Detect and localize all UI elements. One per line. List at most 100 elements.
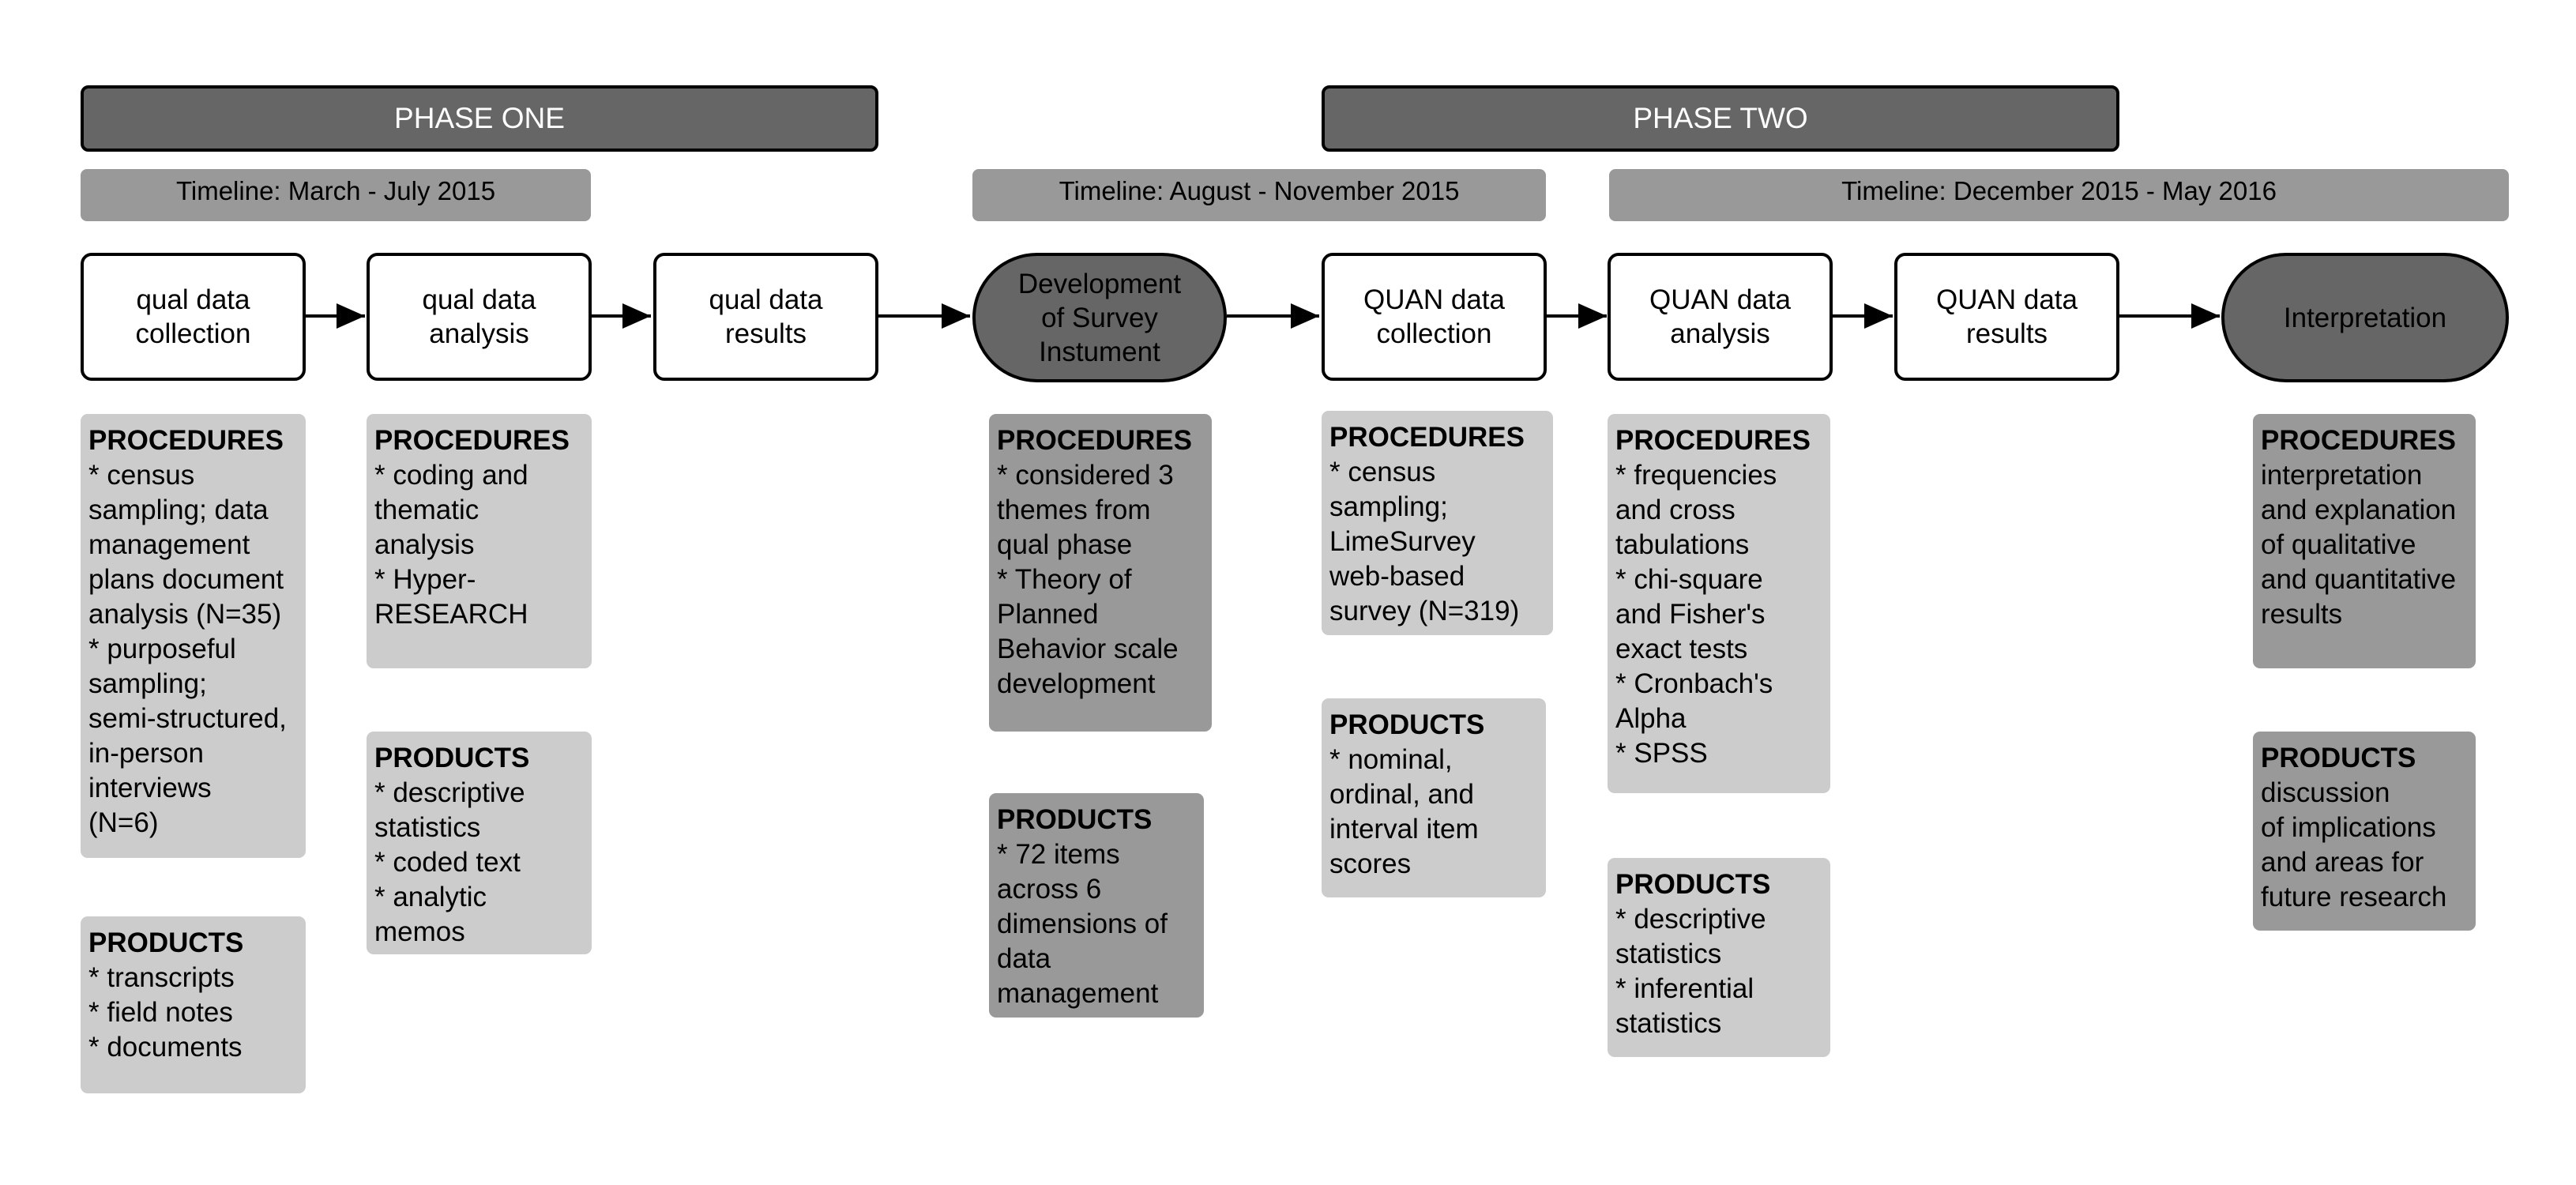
step-interpretation: Interpretation [2221,253,2509,382]
card-heading: PRODUCTS [374,743,530,773]
step-label-line: collection [1376,318,1492,349]
card-line: * coded text [374,847,521,878]
card-line: analysis [374,529,475,560]
card-line: * purposeful [88,634,236,664]
step-label-line: Development [1017,268,1182,299]
step-quan-data-collection: QUAN data collection [1322,253,1547,381]
card-line: and Fisher's [1615,599,1766,630]
card-line: future research [2261,882,2447,912]
card-heading: PRODUCTS [997,804,1153,835]
step-label-line: QUAN data [1936,284,2078,315]
card-line: * frequencies [1615,460,1777,491]
card-line: Planned [997,599,1099,630]
card-line: data [997,943,1051,974]
card-line: dimensions of [997,908,1168,939]
step-label-line: collection [135,318,251,349]
card-line: * analytic [374,882,487,912]
card-heading: PROCEDURES [1615,425,1811,456]
card-heading: PRODUCTS [1329,709,1485,740]
card-line: LimeSurvey [1329,526,1476,557]
card-line: memos [374,916,465,947]
card-line: in-person [88,738,204,769]
card-line: discussion [2261,777,2390,808]
card-line: results [2261,599,2343,630]
step-label-line: of Survey [1041,302,1158,333]
card-line: themes from [997,495,1151,525]
card-heading: PRODUCTS [2261,743,2416,773]
card-line: sampling; data [88,495,269,525]
card-line: and areas for [2261,847,2424,878]
card-heading: PRODUCTS [1615,869,1771,900]
step-label-line: results [724,318,807,349]
card-line: * census [88,460,195,491]
card-heading: PROCEDURES [997,425,1192,456]
timeline-phase-one: Timeline: March - July 2015 [81,169,591,221]
card-line: * SPSS [1615,738,1708,769]
card-heading: PROCEDURES [1329,422,1525,453]
card-line: * Theory of [997,564,1132,595]
procedures-card-qual-analysis: PROCEDURES * coding and thematic analysi… [367,414,592,668]
card-line: * coding and [374,460,528,491]
step-label-line: results [1965,318,2048,349]
card-line: (N=6) [88,807,159,838]
card-heading: PRODUCTS [88,927,244,958]
phase-two-header: PHASE TWO [1322,85,2119,152]
procedures-card-quan-analysis: PROCEDURES * frequencies and cross tabul… [1608,414,1830,793]
card-line: qual phase [997,529,1133,560]
card-line: across 6 [997,874,1102,905]
card-line: interpretation [2261,460,2423,491]
card-line: * Cronbach's [1615,668,1773,699]
products-card-qual-collection: PRODUCTS * transcripts * field notes * d… [81,916,306,1093]
step-quan-data-analysis: QUAN data analysis [1608,253,1833,381]
card-line: and quantitative [2261,564,2457,595]
card-line: plans document [88,564,284,595]
card-line: * inferential [1615,973,1754,1004]
card-line: * field notes [88,997,233,1028]
card-line: analysis (N=35) [88,599,282,630]
step-label-line: Instument [1039,336,1160,367]
card-line: tabulations [1615,529,1750,560]
card-line: statistics [1615,939,1722,969]
card-line: thematic [374,495,479,525]
card-line: statistics [374,812,481,843]
step-label-line: Interpretation [2283,302,2447,333]
card-line: sampling; [1329,491,1448,522]
step-label-line: qual data [709,284,823,315]
step-label-line: qual data [136,284,250,315]
card-heading: PROCEDURES [2261,425,2456,456]
timeline-phase-two: Timeline: December 2015 - May 2016 [1609,169,2509,221]
card-line: * transcripts [88,962,235,993]
card-line: * descriptive [374,777,525,808]
card-line: * census [1329,457,1436,487]
procedures-card-qual-collection: PROCEDURES * census sampling; data manag… [81,414,306,858]
card-line: of implications [2261,812,2436,843]
card-line: management [997,978,1159,1009]
card-line: RESEARCH [374,599,528,630]
card-line: interviews [88,773,212,803]
step-label-line: analysis [429,318,529,349]
products-card-qual-analysis: PRODUCTS * descriptive statistics * code… [367,732,592,954]
timeline-survey-development: Timeline: August - November 2015 [972,169,1546,221]
step-label-line: qual data [422,284,536,315]
phase-two-label: PHASE TWO [1633,102,1808,134]
card-line: management [88,529,250,560]
card-line: ordinal, and [1329,779,1474,810]
timeline-label: Timeline: December 2015 - May 2016 [1841,176,2277,205]
phase-one-header: PHASE ONE [81,85,878,152]
card-line: interval item [1329,814,1479,845]
products-card-survey-development: PRODUCTS * 72 items across 6 dimensions … [989,793,1204,1018]
products-card-interpretation: PRODUCTS discussion of implications and … [2253,732,2476,931]
card-line: scores [1329,848,1412,879]
card-heading: PROCEDURES [88,425,284,456]
card-line: of qualitative [2261,529,2416,560]
step-label-line: analysis [1670,318,1770,349]
procedures-card-interpretation: PROCEDURES interpretation and explanatio… [2253,414,2476,668]
procedures-card-survey-development: PROCEDURES * considered 3 themes from qu… [989,414,1212,732]
card-line: * considered 3 [997,460,1174,491]
products-card-quan-analysis: PRODUCTS * descriptive statistics * infe… [1608,858,1830,1057]
card-line: development [997,668,1156,699]
timeline-label: Timeline: March - July 2015 [175,176,496,205]
products-card-quan-collection: PRODUCTS * nominal, ordinal, and interva… [1322,698,1546,897]
card-line: and cross [1615,495,1736,525]
